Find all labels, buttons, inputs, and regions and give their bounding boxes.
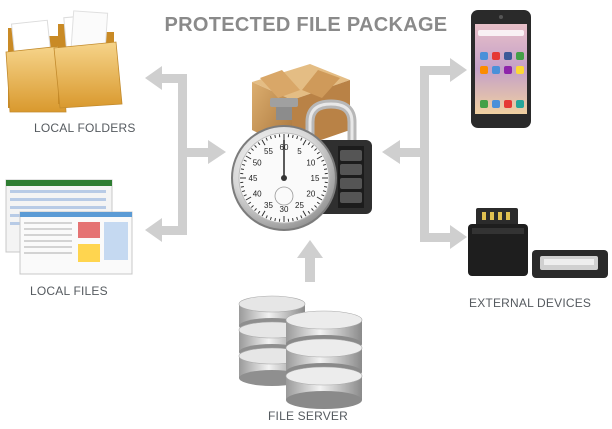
dial-tick	[314, 205, 318, 208]
dial-tick	[300, 137, 303, 141]
dial-tick	[292, 134, 294, 138]
dial-tick	[269, 216, 272, 221]
dial-tick	[316, 155, 323, 160]
stopwatch-icon: 60510152025303540455055	[231, 98, 337, 231]
arrow-to-folders-shaft	[160, 74, 187, 83]
local-files-label: LOCAL FILES	[30, 284, 108, 298]
file-server-label: FILE SERVER	[268, 409, 349, 423]
dial-tick	[321, 159, 325, 162]
dial-tick	[292, 218, 294, 222]
dial-number: 45	[249, 174, 258, 183]
dial-number: 15	[311, 174, 320, 183]
dial-number: 55	[264, 147, 273, 156]
dial-tick	[241, 190, 246, 193]
dial-number: 30	[280, 205, 289, 214]
arrow-server-up-shaft	[305, 256, 315, 282]
dial-tick	[300, 215, 303, 219]
smartphone-icon	[471, 10, 531, 128]
dial-tick	[302, 139, 307, 146]
dial-tick	[324, 186, 328, 188]
dial-number: 5	[297, 147, 302, 156]
local-folders-label: LOCAL FOLDERS	[34, 121, 136, 135]
dial-number: 25	[295, 201, 304, 210]
dial-number: 50	[253, 159, 262, 168]
arrow-to-files-head	[145, 218, 162, 242]
left-connector-bar	[178, 78, 187, 228]
arrow-right-to-center-shaft	[400, 148, 420, 157]
dial-tick	[240, 186, 244, 188]
usb-connector-icon	[532, 250, 608, 278]
stopwatch-dial-ticks	[240, 134, 328, 222]
dial-tick	[274, 218, 276, 222]
dial-tick	[261, 210, 266, 217]
arrow-to-files-shaft	[160, 226, 187, 235]
dial-tick	[254, 144, 257, 148]
dial-tick	[250, 148, 254, 151]
dial-tick	[250, 205, 254, 208]
arrow-server-up-head	[297, 240, 323, 258]
dial-tick	[311, 144, 314, 148]
dial-tick	[243, 194, 247, 197]
dial-tick	[248, 151, 252, 155]
dial-tick	[257, 210, 261, 214]
dial-tick	[296, 216, 299, 221]
arrow-left-to-center-shaft	[187, 148, 209, 157]
dial-tick	[265, 215, 268, 219]
dial-tick	[307, 210, 311, 214]
spreadsheet-icon	[5, 179, 133, 275]
dial-tick	[243, 159, 247, 162]
dial-tick	[296, 135, 299, 140]
dial-number: 40	[253, 190, 262, 199]
dial-tick	[316, 151, 320, 155]
arrow-to-phone-head	[450, 58, 467, 82]
database-icon	[238, 295, 363, 409]
diagram-title: PROTECTED FILE PACKAGE	[164, 14, 448, 36]
dial-tick	[245, 155, 252, 160]
right-connector-bar	[420, 70, 429, 238]
dial-tick	[240, 168, 244, 170]
arrow-to-usb-head	[450, 225, 467, 249]
dial-tick	[245, 196, 252, 201]
dial-tick	[316, 196, 323, 201]
dial-tick	[302, 210, 307, 217]
dial-tick	[316, 201, 320, 205]
dial-number: 35	[264, 201, 273, 210]
dial-tick	[314, 148, 318, 151]
stopwatch-dial-numbers: 60510152025303540455055	[249, 143, 320, 214]
arrow-to-folders-head	[145, 66, 162, 90]
dial-tick	[307, 142, 311, 146]
dial-tick	[248, 201, 252, 205]
external-devices-label: EXTERNAL DEVICES	[469, 296, 592, 310]
dial-tick	[254, 208, 257, 212]
dial-tick	[269, 135, 272, 140]
dial-tick	[274, 134, 276, 138]
dial-number: 10	[306, 159, 315, 168]
arrow-to-usb-shaft	[420, 233, 452, 242]
arrow-to-phone-shaft	[420, 66, 452, 75]
connector-arrows	[145, 58, 467, 282]
dial-tick	[324, 168, 328, 170]
dial-tick	[321, 194, 325, 197]
dial-number: 20	[306, 190, 315, 199]
dial-tick	[265, 137, 268, 141]
dial-tick	[241, 163, 246, 166]
usb-drive-icon	[468, 208, 528, 276]
dial-tick	[311, 208, 314, 212]
arrow-right-to-center-head	[382, 140, 400, 164]
folder-icon	[5, 10, 123, 113]
dial-tick	[257, 142, 261, 146]
dial-tick	[322, 163, 327, 166]
arrow-left-to-center-head	[208, 140, 226, 164]
dial-tick	[261, 139, 266, 146]
dial-tick	[322, 190, 327, 193]
